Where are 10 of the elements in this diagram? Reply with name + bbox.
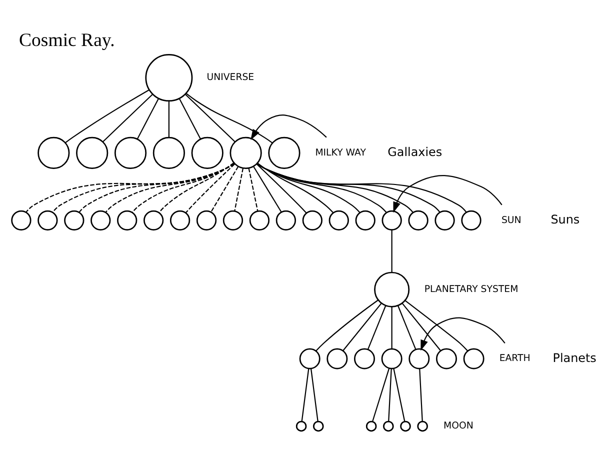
- node-text: EARTH: [499, 352, 530, 364]
- node-label: MOON: [444, 420, 474, 432]
- label: Gallaxies: [388, 144, 442, 159]
- node-text: MILKY WAY: [315, 146, 366, 158]
- label: Suns: [550, 212, 580, 226]
- node-label: PLANETARY SYSTEM: [424, 283, 518, 294]
- node-label: UNIVERSE: [206, 72, 254, 83]
- label: Planets: [552, 350, 596, 364]
- diagram-title: Cosmic Ray.: [19, 29, 115, 50]
- node-text: SUN: [501, 214, 522, 226]
